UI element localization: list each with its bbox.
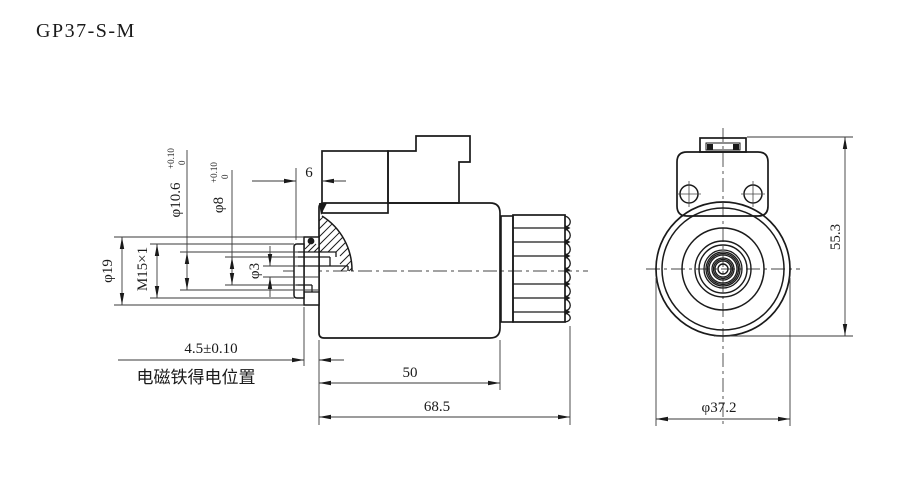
dim-bore-large-label: φ10.6 +0.10 0	[166, 148, 187, 218]
dim-height-label: 55.3	[828, 224, 844, 250]
svg-text:M15×1: M15×1	[135, 247, 151, 291]
connector-tab-slot	[705, 142, 741, 151]
knurl-grooves	[513, 227, 565, 313]
front-dimensions	[655, 136, 853, 426]
stroke-note-label: 电磁铁得电位置	[137, 368, 256, 387]
svg-text:0: 0	[177, 160, 187, 165]
svg-text:φ3: φ3	[247, 263, 263, 279]
dim-thread-label: M15×1	[135, 247, 151, 291]
terminal-right	[733, 144, 739, 150]
dim-outer-diameter-label: φ37.2	[702, 400, 737, 416]
svg-text:55.3: 55.3	[828, 224, 844, 250]
o-ring-dot	[307, 237, 315, 245]
dim-pin-label: φ3	[247, 263, 263, 279]
front-view	[646, 128, 800, 425]
dim-bore-small-label: φ8 +0.10 0	[209, 162, 230, 213]
flange-wedge	[319, 203, 327, 215]
terminal-left	[707, 144, 713, 150]
side-dimensions	[114, 150, 571, 425]
dim-offset-label: 6	[305, 165, 313, 181]
side-view	[283, 135, 588, 339]
svg-text:0: 0	[220, 174, 230, 179]
connector-housing	[676, 151, 769, 217]
svg-text:φ8: φ8	[211, 197, 227, 213]
screw-hole-crosshairs	[677, 181, 765, 207]
svg-text:φ19: φ19	[100, 259, 116, 283]
connector-tab	[699, 137, 747, 153]
svg-text:+0.10: +0.10	[166, 148, 176, 169]
arrowheads	[119, 178, 570, 420]
flange-hatch	[304, 243, 320, 253]
dim-stroke-label: 4.5±0.10	[184, 341, 237, 357]
knurled-nut	[512, 214, 566, 323]
bore-steps	[296, 251, 349, 293]
dim-total-length-label: 68.5	[424, 399, 450, 415]
dim-body-length-label: 50	[403, 365, 418, 381]
dim-flange-od-label: φ19	[100, 259, 116, 283]
svg-text:+0.10: +0.10	[209, 162, 219, 183]
coil-body-outline	[318, 202, 501, 339]
drawing-title: GP37-S-M	[36, 20, 136, 42]
knurl-ridges	[564, 215, 571, 323]
collar	[500, 215, 514, 323]
connector-block-right	[387, 135, 471, 204]
svg-text:φ10.6: φ10.6	[168, 182, 184, 217]
section-arc	[321, 215, 353, 272]
front-arrowheads	[656, 137, 848, 422]
